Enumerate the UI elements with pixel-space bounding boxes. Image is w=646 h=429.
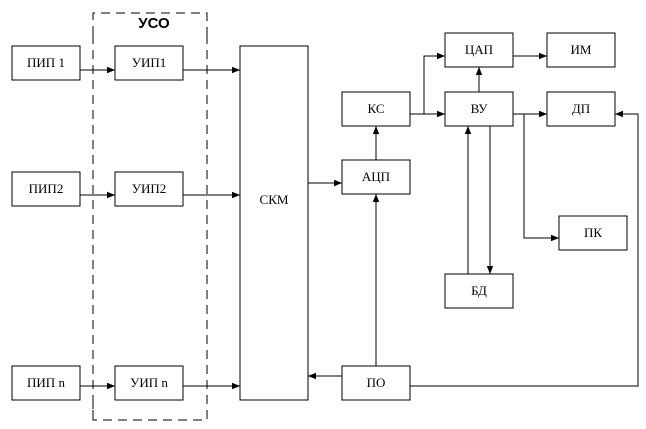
block-pk-label: ПК [584, 225, 602, 240]
block-vu-label: ВУ [471, 101, 489, 116]
block-ks-label: КС [367, 101, 384, 116]
block-pip2: ПИП2 [11, 171, 81, 207]
block-pipn: ПИП n [11, 365, 81, 401]
block-pip2-label: ПИП2 [29, 181, 64, 196]
block-bd-label: БД [471, 283, 487, 298]
uso-group: УСО [92, 12, 208, 421]
block-im: ИМ [546, 32, 616, 68]
block-dp: ДП [546, 91, 616, 127]
block-acp: АЦП [341, 159, 411, 195]
block-po-label: ПО [367, 375, 386, 390]
block-pip1: ПИП 1 [11, 45, 81, 81]
block-uip2-label: УИП2 [132, 181, 166, 196]
block-skm-label: СКМ [260, 192, 289, 207]
connections [80, 52, 639, 390]
block-cap-label: ЦАП [465, 42, 493, 57]
block-bd: БД [444, 273, 514, 309]
block-uip1-label: УИП1 [132, 55, 166, 70]
arrow-vu-pk [523, 114, 559, 242]
block-uipn-label: УИП n [130, 375, 168, 390]
block-vu: ВУ [444, 91, 514, 127]
block-pip1-label: ПИП 1 [27, 55, 65, 70]
block-acp-label: АЦП [362, 169, 390, 184]
block-im-label: ИМ [571, 42, 592, 57]
block-dp-label: ДП [572, 101, 590, 116]
block-uip2: УИП2 [114, 171, 184, 207]
arrow-ks-cap [423, 52, 445, 114]
block-cap: ЦАП [444, 32, 514, 68]
uso-group-label: УСО [138, 15, 170, 32]
block-skm: СКМ [239, 45, 309, 401]
block-ks: КС [341, 91, 411, 127]
arrow-po-dp [410, 110, 639, 387]
block-pipn-label: ПИП n [27, 375, 65, 390]
block-po: ПО [341, 365, 411, 401]
block-uipn: УИП n [114, 365, 184, 401]
block-uip1: УИП1 [114, 45, 184, 81]
block-pk: ПК [558, 215, 628, 251]
